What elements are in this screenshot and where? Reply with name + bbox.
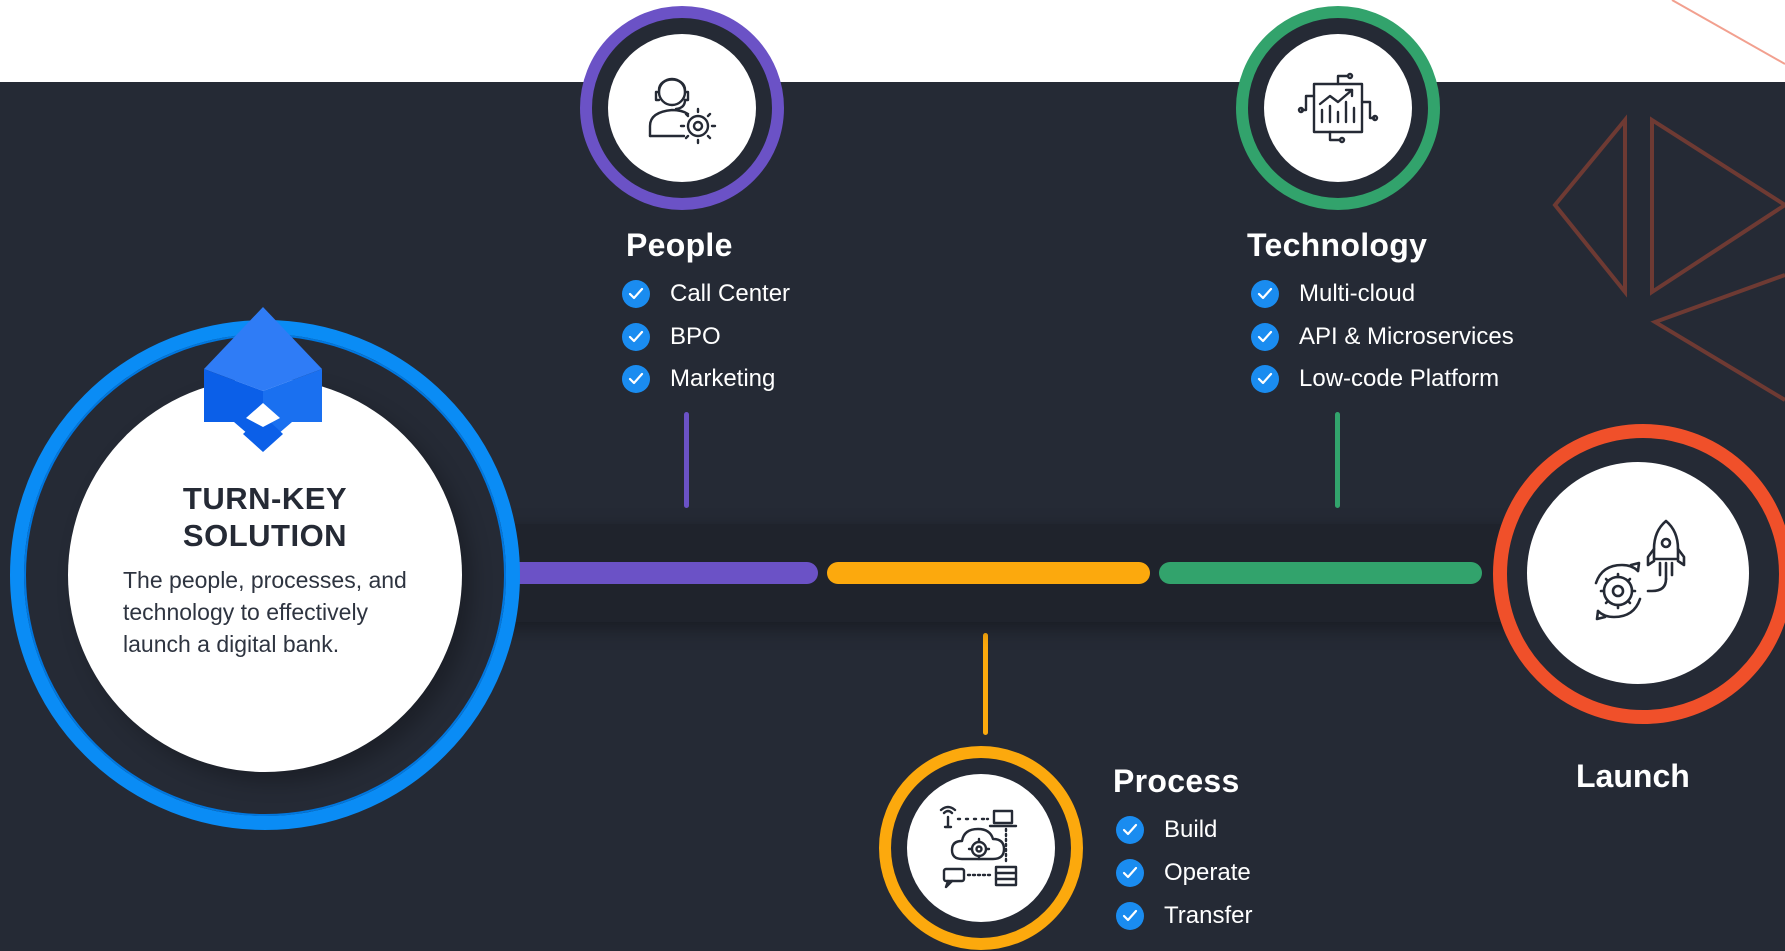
technology-item: Multi-cloud	[1251, 278, 1415, 310]
cloud-network-gear-icon	[939, 805, 1018, 889]
process-segment	[827, 562, 1150, 584]
process-title: Process	[1113, 763, 1240, 799]
technology-title: Technology	[1247, 227, 1428, 263]
process-item-label: Build	[1164, 816, 1218, 843]
people-segment	[495, 562, 818, 584]
technology-item-label: Multi-cloud	[1299, 280, 1416, 307]
launch-disc	[1527, 462, 1749, 684]
technology-item-label: API & Microservices	[1299, 323, 1514, 350]
people-item: BPO	[622, 321, 721, 353]
check-icon	[1116, 902, 1144, 930]
check-icon	[622, 280, 650, 308]
turnkey-title: TURN-KEY SOLUTION	[182, 481, 348, 553]
circuit-chart-icon	[1297, 72, 1379, 144]
technology-item: API & Microservices	[1251, 321, 1514, 353]
check-icon	[1251, 365, 1279, 393]
people-item-label: Marketing	[670, 365, 776, 392]
people-item-label: Call Center	[670, 280, 791, 307]
launch-title: Launch	[1576, 758, 1690, 794]
technology-disc	[1264, 34, 1412, 182]
people-item: Marketing	[622, 363, 775, 395]
check-icon	[1251, 323, 1279, 351]
technology-item-label: Low-code Platform	[1299, 365, 1500, 392]
people-title: People	[626, 227, 733, 263]
check-icon	[1116, 859, 1144, 887]
technology-segment	[1159, 562, 1482, 584]
process-connector	[983, 633, 988, 735]
process-item: Operate	[1116, 857, 1251, 889]
turnkey-description: The people, processes, and technology to…	[123, 567, 407, 657]
process-item-label: Operate	[1164, 859, 1251, 886]
people-item-label: BPO	[670, 323, 721, 350]
process-item-label: Transfer	[1164, 902, 1253, 929]
technology-item: Low-code Platform	[1251, 363, 1499, 395]
process-item: Transfer	[1116, 900, 1252, 932]
process-item: Build	[1116, 814, 1217, 846]
check-icon	[1251, 280, 1279, 308]
check-icon	[1116, 816, 1144, 844]
people-item: Call Center	[622, 278, 790, 310]
check-icon	[622, 365, 650, 393]
diamond-logo-icon	[204, 307, 322, 452]
people-connector	[684, 412, 689, 508]
support-agent-gear-icon	[648, 77, 717, 145]
technology-connector	[1335, 412, 1340, 508]
check-icon	[622, 323, 650, 351]
process-disc	[907, 774, 1055, 922]
rocket-gear-icon	[1594, 519, 1686, 621]
people-disc	[608, 34, 756, 182]
